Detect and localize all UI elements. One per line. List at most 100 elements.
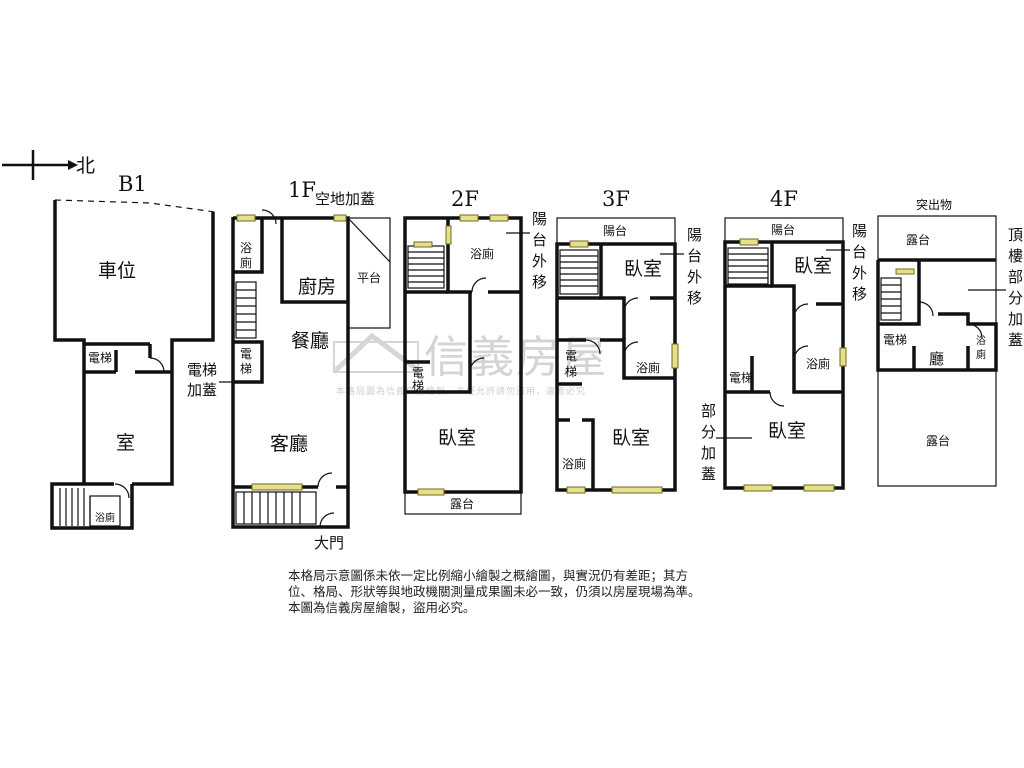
4f-partial-char: 分 [701, 423, 716, 441]
1f-elevator-addition-1: 電梯 [187, 361, 217, 379]
b1-elevator-label: 電梯 [88, 351, 112, 365]
1f-dining-label: 餐廳 [291, 330, 329, 352]
2f-window [413, 241, 433, 248]
roof-note-char: 部 [1008, 268, 1023, 286]
1f-platform-diagonal [347, 217, 391, 263]
4f-window [743, 484, 773, 492]
2f-elevator-bottom: 梯 [412, 379, 424, 393]
disclaimer: 本格局示意圖係未依一定比例縮小繪製之概繪圖，與實況仍有差距；其方 位、格局、形狀… [288, 568, 758, 616]
floor-b1-title: B1 [118, 172, 147, 196]
1f-bath-label-bottom: 廁 [240, 255, 252, 270]
roof-note-char: 樓 [1008, 247, 1023, 265]
4f-note-char: 外 [852, 264, 867, 282]
3f-stairs [559, 249, 599, 295]
1f-window [236, 214, 256, 222]
1f-elevator-addition-2: 加蓋 [187, 381, 217, 399]
2f-note-char: 移 [532, 273, 547, 291]
3f-bath-lower-label: 浴廁 [562, 456, 586, 471]
floor-4f-title: 4F [770, 187, 798, 211]
1f-main-door-label: 大門 [314, 534, 344, 552]
3f-bath-wall [557, 418, 595, 490]
b1-stairs [59, 488, 121, 527]
b1-door-arc-2 [114, 483, 130, 499]
floor-3f-title: 3F [602, 187, 630, 211]
roof-room-wall [912, 346, 970, 370]
2f-terrace-label: 露台 [450, 496, 474, 511]
3f-window [611, 486, 663, 494]
4f-core-wall [725, 284, 843, 394]
b1-wall-west [53, 200, 86, 484]
roof-door-arc [918, 301, 934, 317]
roof-note-char: 頂 [1008, 226, 1023, 244]
4f-bedroom-bottom-label: 臥室 [768, 420, 806, 442]
4f-bedroom-wall [770, 242, 843, 306]
1f-outer-wall [231, 216, 350, 529]
3f-elevator-top: 電 [565, 349, 577, 363]
1f-bath-label-top: 浴 [240, 241, 252, 255]
4f-bath-label: 浴廁 [806, 356, 830, 371]
2f-stairs [407, 245, 445, 289]
roof-hall-label: 廳 [929, 350, 944, 368]
3f-window [671, 343, 679, 369]
floor-2f: 2F 浴廁 電 梯 臥室 露台 陽 台 外 移 [403, 187, 547, 515]
roof-stairs [880, 277, 902, 321]
roof-bath-top: 浴 [976, 335, 986, 347]
roof-elevator-label: 電梯 [883, 333, 907, 347]
compass: 北 [2, 150, 95, 180]
b1-boundary-dashed [54, 199, 216, 213]
2f-elevator-top: 電 [412, 366, 424, 380]
floor-1f-title: 1F [288, 178, 316, 202]
b1-wall-south [50, 482, 134, 530]
b1-wall-east-lower [132, 372, 174, 486]
4f-stairs [727, 247, 769, 285]
4f-door-arc-3 [769, 391, 785, 407]
floor-roof: 突出物 露台 電梯 廳 浴 廁 露台 頂 樓 部 分 加 蓋 [876, 197, 1023, 487]
2f-window [417, 488, 445, 496]
3f-balcony-label: 陽台 [603, 223, 627, 238]
4f-elevator-label: 電梯 [729, 371, 753, 385]
roof-note-char: 分 [1008, 289, 1023, 307]
4f-note-char: 台 [852, 243, 867, 261]
3f-window [566, 486, 586, 494]
b1-elevator-wall [114, 344, 152, 372]
4f-note-char: 移 [852, 285, 867, 303]
3f-window [569, 240, 589, 248]
disclaimer-line: 本圖為信義房屋繪製，盜用必究。 [288, 600, 476, 615]
2f-door-arc-2 [469, 357, 485, 373]
1f-platform-outline [347, 217, 391, 329]
floor-4f: 4F 陽台 臥室 浴廁 電梯 臥室 陽 台 外 移 部 分 加 蓋 [701, 187, 867, 492]
4f-window [839, 347, 847, 367]
3f-note-char: 外 [687, 268, 702, 286]
3f-note-char: 移 [687, 289, 702, 307]
2f-note-char: 陽 [532, 210, 547, 228]
3f-bath-label: 浴廁 [636, 360, 660, 375]
b1-bath-label: 浴廁 [95, 511, 115, 524]
roof-terrace-bottom-label: 露台 [926, 433, 950, 448]
floor-3f: 3F 陽台 臥室 浴廁 電 梯 浴廁 臥室 陽 台 外 移 [555, 187, 702, 494]
1f-window [251, 483, 303, 491]
1f-living-label: 客廳 [270, 433, 308, 455]
roof-terrace-top-label: 露台 [906, 232, 930, 247]
roof-title: 突出物 [916, 197, 952, 212]
2f-bedroom-label: 臥室 [438, 427, 476, 449]
3f-note-char: 陽 [687, 226, 702, 244]
2f-note-char: 外 [532, 252, 547, 270]
1f-elevator-top: 電 [240, 347, 252, 361]
4f-door-arc [793, 303, 809, 319]
roof-note-char: 蓋 [1008, 331, 1023, 349]
north-arrow-icon [68, 160, 78, 170]
4f-partial-char: 蓋 [701, 465, 716, 483]
4f-bedroom-top-label: 臥室 [794, 255, 832, 277]
floor-1f: 1F 空地加蓋 浴 廁 廚房 平台 餐廳 客廳 電 梯 [187, 178, 391, 552]
floor-2f-title: 2F [451, 187, 479, 211]
3f-door-arc-2 [623, 341, 639, 357]
b1-room-label: 室 [116, 432, 135, 454]
2f-terrace-outline [404, 491, 522, 515]
1f-platform-label: 平台 [357, 270, 381, 285]
2f-window [489, 214, 509, 222]
4f-window [739, 238, 759, 246]
3f-bedroom-bottom-label: 臥室 [612, 427, 650, 449]
1f-kitchen-label: 廚房 [298, 275, 336, 298]
4f-note-char: 陽 [852, 222, 867, 240]
